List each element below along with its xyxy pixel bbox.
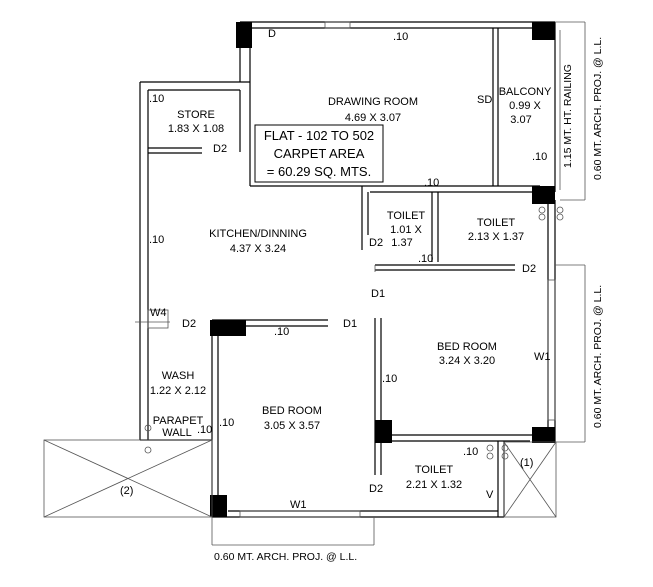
- bed2-name: BED ROOM: [262, 405, 322, 417]
- wall-thickness: .10: [197, 424, 212, 436]
- window-w1-bottom-label: W1: [290, 499, 307, 511]
- bed2-size: 3.05 X 3.57: [264, 420, 320, 432]
- store-size: 1.83 X 1.08: [168, 123, 224, 135]
- balcony-proj-note: 0.60 MT. ARCH. PROJ. @ L.L.: [592, 37, 604, 180]
- bed1-size: 3.24 X 3.20: [439, 355, 495, 367]
- column: [532, 186, 555, 204]
- balcony-size-a: 0.99 X: [509, 100, 541, 112]
- door-d1-label-a: D1: [371, 288, 385, 300]
- columns: [210, 22, 555, 517]
- wall-thickness: .10: [463, 446, 478, 458]
- flat-info-box: [254, 124, 384, 183]
- window-w4: [147, 309, 169, 329]
- pipe-point: [538, 206, 546, 214]
- wall-thickness: .10: [274, 326, 289, 338]
- store-door-label: D2: [213, 143, 227, 155]
- drawing-room-size: 4.69 X 3.07: [345, 112, 401, 124]
- openings: [135, 21, 556, 518]
- column: [210, 320, 246, 336]
- ventilator-label: V: [486, 489, 494, 501]
- door-d-label: D: [268, 28, 276, 40]
- flat-carpet-label: CARPET AREA: [274, 146, 365, 161]
- wash-name: WASH: [162, 370, 195, 382]
- bed1-name: BED ROOM: [437, 341, 497, 353]
- column: [532, 22, 555, 40]
- wall-thickness: .10: [418, 253, 433, 265]
- wash-door-label: D2: [182, 318, 196, 330]
- wall-thickness: .10: [149, 234, 164, 246]
- shaft-2: [43, 439, 213, 518]
- railing-note: 1.15 MT. HT. RAILING: [562, 64, 574, 168]
- parapet-line1: PARAPET: [153, 415, 204, 427]
- toilet1-name: TOILET: [387, 210, 426, 222]
- wall-thickness: .10: [382, 373, 397, 385]
- service-points: [144, 206, 564, 460]
- top-window: [324, 21, 351, 29]
- toilet3-door-label: D2: [369, 483, 383, 495]
- pipe-point: [486, 444, 494, 452]
- kitchen-name: KITCHEN/DINNING: [209, 228, 307, 240]
- pipe-point: [486, 452, 494, 460]
- toilet1-size-b: 1.37: [391, 237, 412, 249]
- right-proj-note: 0.60 MT. ARCH. PROJ. @ L.L.: [592, 285, 604, 428]
- parapet-line2: WALL: [162, 427, 192, 439]
- balcony-size-b: 3.07: [510, 114, 531, 126]
- bottom-proj-note: 0.60 MT. ARCH. PROJ. @ L.L.: [214, 551, 357, 563]
- toilet3-size: 2.21 X 1.32: [406, 479, 462, 491]
- drawing-room-name: DRAWING ROOM: [328, 96, 418, 108]
- column: [375, 420, 392, 443]
- wall-thickness: .10: [532, 151, 547, 163]
- toilet3-name: TOILET: [415, 464, 454, 476]
- pipe-point: [556, 213, 564, 221]
- wash-size: 1.22 X 2.12: [150, 385, 206, 397]
- toilet1-size-a: 1.01 X: [390, 224, 422, 236]
- wall-thickness: .10: [393, 31, 408, 43]
- toilet2-size: 2.13 X 1.37: [468, 231, 524, 243]
- sliding-door-label: SD: [477, 94, 492, 106]
- pipe-point: [556, 206, 564, 214]
- window-w1-right-label: W1: [534, 351, 551, 363]
- kitchen-size: 4.37 X 3.24: [230, 243, 286, 255]
- toilet2-name: TOILET: [477, 217, 516, 229]
- pipe-point: [144, 446, 152, 454]
- column: [532, 427, 555, 443]
- wall-thickness: .10: [219, 417, 234, 429]
- window-w1-bottom: [239, 510, 361, 518]
- store-name: STORE: [177, 109, 215, 121]
- shaft-2-marker: (2): [120, 485, 133, 497]
- window-w4-label: W4: [150, 307, 167, 319]
- window-w1-right: [547, 279, 556, 421]
- shaft-2-diag: [43, 439, 213, 518]
- balcony-name: BALCONY: [499, 86, 552, 98]
- door-d1-label-b: D1: [343, 318, 357, 330]
- column: [236, 22, 252, 48]
- shafts: [43, 439, 557, 518]
- wall-thickness: .10: [149, 93, 164, 105]
- wall-thickness: .10: [424, 177, 439, 189]
- shaft-1-diag: [503, 441, 557, 518]
- flat-title: FLAT - 102 TO 502: [264, 128, 374, 143]
- shaft-1-marker: (1): [520, 457, 533, 469]
- shaft-1: [503, 441, 557, 518]
- toilet2-door-label: D2: [522, 263, 536, 275]
- pipe-point: [501, 452, 509, 460]
- toilet1-door-label: D2: [369, 237, 383, 249]
- flat-carpet-area: = 60.29 SQ. MTS.: [267, 164, 371, 179]
- column: [210, 495, 227, 517]
- pipe-point: [144, 424, 152, 432]
- pipe-point: [538, 213, 546, 221]
